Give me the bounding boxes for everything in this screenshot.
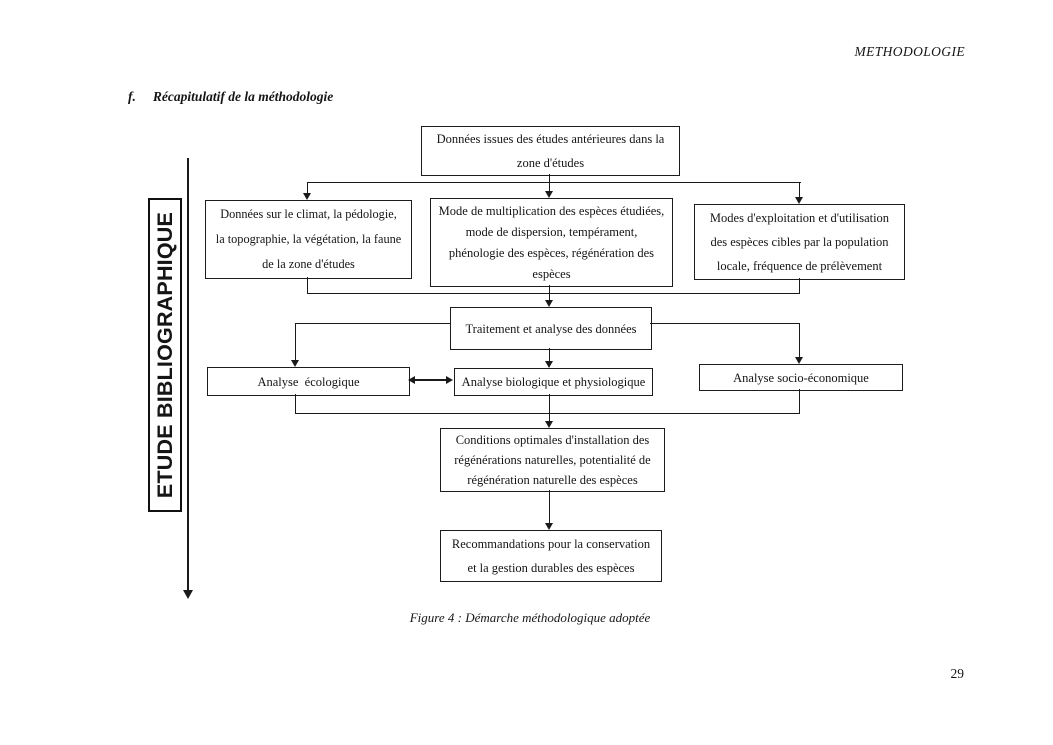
section-index: f.: [128, 89, 136, 104]
connector-line: [549, 182, 550, 191]
arrow-right-icon: [446, 376, 453, 384]
connector-line: [549, 490, 550, 523]
connector-line: [650, 323, 799, 324]
connector-line: [799, 323, 800, 357]
connector-line: [307, 277, 308, 293]
arrow-down-icon: [303, 193, 311, 200]
biblio-arrow-line: [187, 158, 189, 590]
flow-box-processing: Traitement et analyse des données: [450, 307, 652, 350]
connector-line: [307, 182, 801, 183]
arrow-down-icon: [795, 197, 803, 204]
connector-line: [549, 394, 550, 413]
arrow-down-icon: [795, 357, 803, 364]
arrow-down-icon: [545, 300, 553, 307]
flow-box-conditions: Conditions optimales d'installation des …: [440, 428, 665, 492]
flow-box-source-data: Données issues des études antérieures da…: [421, 126, 680, 176]
arrow-down-icon: [291, 360, 299, 367]
running-header: METHODOLOGIE: [854, 44, 965, 59]
flow-box-ecological-analysis: Analyse écologique: [207, 367, 410, 396]
flow-box-biological-analysis: Analyse biologique et physiologique: [454, 368, 653, 396]
connector-line: [549, 348, 550, 361]
arrow-down-icon: [545, 191, 553, 198]
page-number: 29: [950, 666, 965, 681]
connector-line: [295, 394, 296, 413]
arrow-down-icon: [545, 523, 553, 530]
connector-line: [549, 174, 550, 182]
figure-caption: Figure 4 : Démarche méthodologique adopt…: [409, 610, 651, 625]
section-heading: f. Récapitulatif de la méthodologie: [128, 89, 333, 105]
flow-box-exploitation: Modes d'exploitation et d'utilisation de…: [694, 204, 905, 280]
connector-line: [307, 182, 308, 193]
connector-line: [799, 389, 800, 413]
arrow-down-icon: [545, 361, 553, 368]
connector-line: [295, 413, 800, 414]
connector-line: [307, 293, 800, 294]
flow-box-multiplication: Mode de multiplication des espèces étudi…: [430, 198, 673, 287]
biblio-arrow-down-icon: [183, 590, 193, 599]
connector-line: [799, 278, 800, 293]
flow-box-socioeconomic-analysis: Analyse socio-économique: [699, 364, 903, 391]
arrow-left-icon: [408, 376, 415, 384]
connector-line: [295, 323, 450, 324]
flow-box-recommendations: Recommandations pour la conservation et …: [440, 530, 662, 582]
section-title: Récapitulatif de la méthodologie: [152, 89, 334, 104]
connector-line: [549, 413, 550, 421]
flow-box-climate-data: Données sur le climat, la pédologie, la …: [205, 200, 412, 279]
arrow-down-icon: [545, 421, 553, 428]
connector-line: [799, 182, 800, 197]
bibliographic-study-label: ETUDE BIBLIOGRAPHIQUE: [148, 198, 182, 512]
connector-line: [413, 379, 448, 381]
connector-line: [549, 285, 550, 293]
connector-line: [549, 293, 550, 300]
connector-line: [295, 323, 296, 360]
